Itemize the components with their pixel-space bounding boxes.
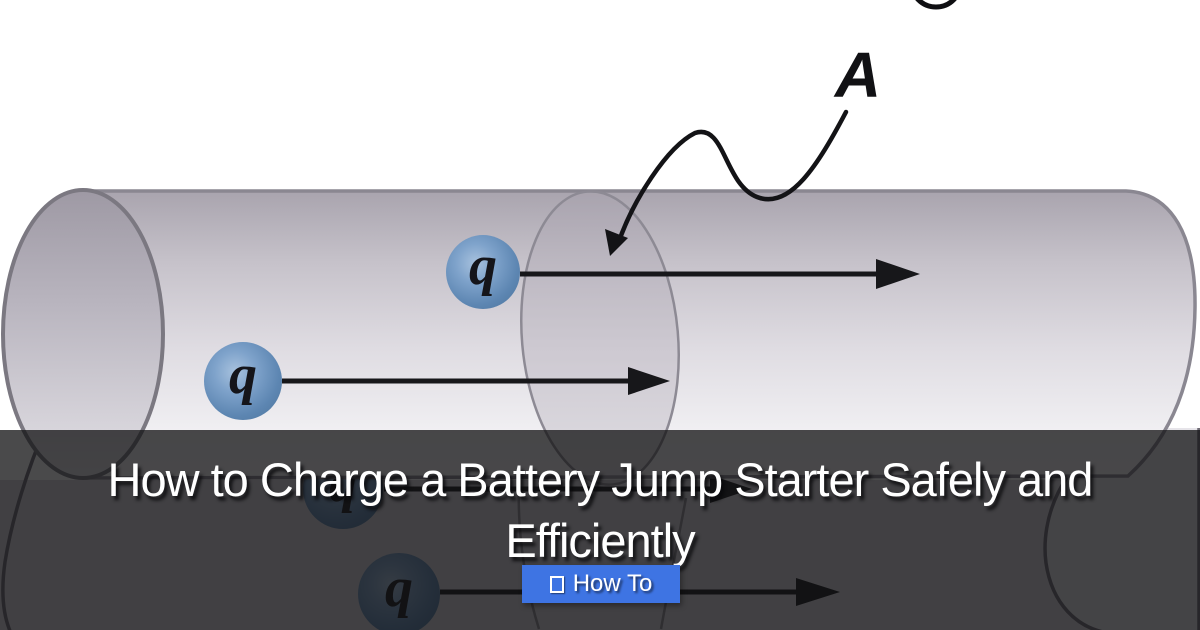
charge-label-2: q [229, 344, 257, 406]
charge-circle-1 [446, 235, 520, 309]
current-arrow-2-head [628, 367, 670, 395]
page-title: How to Charge a Battery Jump Starter Saf… [0, 449, 1200, 571]
charge-circle-2 [204, 342, 282, 420]
category-badge-label: How To [572, 570, 653, 597]
charge-label-1: q [469, 235, 497, 297]
title-line-1: How to Charge a Battery Jump Starter Saf… [107, 453, 1094, 506]
missing-glyph-icon [549, 575, 564, 593]
title-line-2: Efficiently [505, 514, 695, 567]
partial-circle [915, 0, 957, 10]
area-label: A [833, 39, 881, 111]
area-pointer-arrow-head [605, 229, 628, 256]
area-pointer-arrow [615, 109, 849, 247]
current-arrow-1-head [876, 259, 920, 289]
category-badge[interactable]: How To [522, 565, 680, 603]
